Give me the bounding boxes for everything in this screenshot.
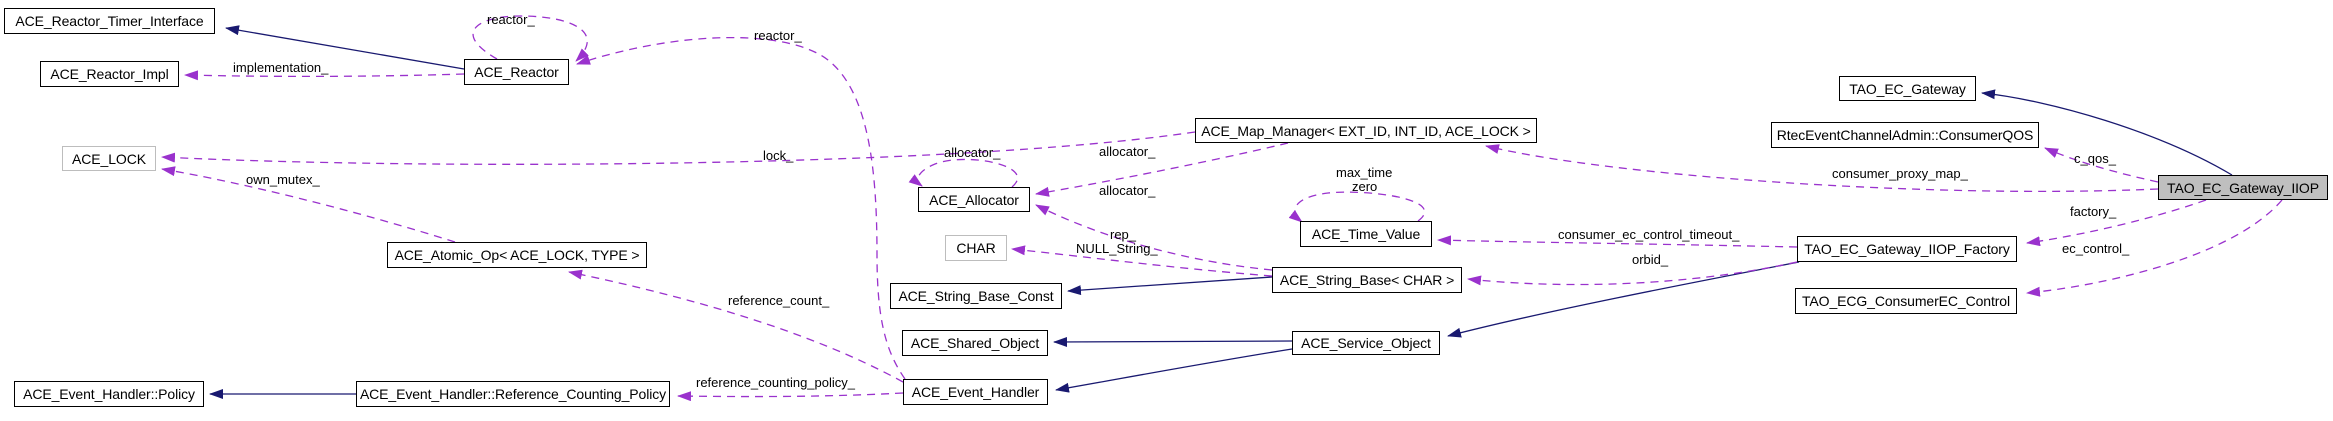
edge-label-zero: zero	[1352, 179, 1378, 194]
edge-mapmanager-to-lock	[161, 131, 1196, 165]
edge-label-orbid: orbid_	[1632, 252, 1669, 267]
edge-mapmanager-to-allocator	[1035, 142, 1289, 197]
edge-stringbase-to-char	[1011, 245, 1273, 277]
node-ace-time-value[interactable]: ACE_Time_Value	[1300, 221, 1432, 247]
edge-gatewayiiop-to-factory	[2026, 199, 2207, 247]
edge-reactor-to-reactorimpl	[184, 70, 465, 81]
edge-label-max-time: max_time	[1336, 165, 1393, 180]
edge-gatewayiiop-to-mapmanager	[1485, 144, 2159, 193]
edge-label-rep: rep_	[1110, 227, 1137, 242]
node-char[interactable]: CHAR	[945, 235, 1007, 261]
node-ace-event-handler[interactable]: ACE_Event_Handler	[903, 379, 1048, 405]
edge-atomicop-to-lock	[161, 166, 456, 243]
node-ace-shared-object[interactable]: ACE_Shared_Object	[902, 330, 1048, 356]
edge-serviceobject-to-sharedobject	[1053, 336, 1293, 347]
edge-label-reactor-self: reactor_	[487, 12, 535, 27]
node-ace-string-base[interactable]: ACE_String_Base< CHAR >	[1272, 267, 1462, 293]
edge-label-c-qos: c_qos_	[2074, 151, 2116, 166]
node-ace-event-handler-policy[interactable]: ACE_Event_Handler::Policy	[14, 381, 204, 407]
edge-factory-to-stringbase	[1467, 261, 1798, 286]
node-tao-ec-gateway-iiop-factory[interactable]: TAO_EC_Gateway_IIOP_Factory	[1797, 236, 2017, 262]
node-ace-string-base-const[interactable]: ACE_String_Base_Const	[890, 283, 1062, 309]
edge-label-reactor: reactor_	[754, 28, 802, 43]
node-ace-map-manager[interactable]: ACE_Map_Manager< EXT_ID, INT_ID, ACE_LOC…	[1195, 118, 1537, 143]
edge-gatewayiiop-to-consumerqos	[2044, 147, 2159, 183]
edge-label-allocator-self: allocator_	[944, 145, 1001, 160]
edge-reactor-to-timer-interface	[225, 25, 465, 70]
node-ace-reactor-impl[interactable]: ACE_Reactor_Impl	[40, 61, 179, 87]
edge-label-implementation: implementation_	[233, 60, 329, 75]
edge-label-reference-count: reference_count_	[728, 293, 830, 308]
edge-label-reference-counting-policy: reference_counting_policy_	[696, 375, 855, 390]
edge-reactor-self-loop	[472, 15, 589, 62]
node-ace-atomic-op[interactable]: ACE_Atomic_Op< ACE_LOCK, TYPE >	[387, 242, 647, 268]
node-tao-ecg-consumerec-control[interactable]: TAO_ECG_ConsumerEC_Control	[1795, 288, 2017, 314]
node-ace-service-object[interactable]: ACE_Service_Object	[1292, 331, 1440, 355]
edge-label-consumer-proxy-map: consumer_proxy_map_	[1832, 166, 1968, 181]
edge-label-own-mutex: own_mutex_	[246, 172, 320, 187]
edge-label-null-string: NULL_String_	[1076, 241, 1158, 256]
edge-serviceobject-to-eventhandler	[1055, 348, 1293, 393]
edge-label-allocator-map: allocator_	[1099, 144, 1156, 159]
edge-stringbase-to-allocator	[1035, 204, 1273, 271]
node-tao-ec-gateway-iiop[interactable]: TAO_EC_Gateway_IIOP	[2158, 175, 2328, 200]
edge-label-allocator-string: allocator_	[1099, 183, 1156, 198]
edge-label-consumer-ec-control-timeout: consumer_ec_control_timeout_	[1558, 227, 1740, 242]
node-ace-allocator[interactable]: ACE_Allocator	[918, 187, 1030, 212]
edge-label-lock: lock_	[763, 148, 794, 163]
edge-timevalue-self-loop	[1288, 191, 1426, 223]
edge-factory-to-serviceobject	[1447, 261, 1800, 338]
edge-allocator-self-loop	[908, 158, 1019, 188]
node-tao-ec-gateway[interactable]: TAO_EC_Gateway	[1839, 76, 1976, 101]
edge-gatewayiiop-to-eccontrol	[2026, 199, 2283, 297]
edge-gatewayiiop-to-gateway	[1981, 89, 2233, 176]
edge-eventhandler-to-refcountingpolicy	[677, 391, 904, 402]
edge-eventhandler-to-atomicop	[568, 269, 904, 383]
node-rtec-consumerqos[interactable]: RtecEventChannelAdmin::ConsumerQOS	[1771, 122, 2039, 148]
edge-label-factory: factory_	[2070, 204, 2117, 219]
node-ace-reactor[interactable]: ACE_Reactor	[464, 59, 569, 85]
node-ace-reactor-timer-interface[interactable]: ACE_Reactor_Timer_Interface	[4, 8, 215, 34]
node-ace-lock[interactable]: ACE_LOCK	[62, 146, 156, 171]
node-ace-event-handler-reference-counting-policy[interactable]: ACE_Event_Handler::Reference_Counting_Po…	[356, 381, 670, 407]
edge-factory-to-timevalue	[1437, 235, 1798, 248]
edge-label-ec-control: ec_control_	[2062, 241, 2130, 256]
edge-stringbase-to-stringbaseconst	[1067, 276, 1273, 296]
edge-eventhandler-to-reactor	[576, 36, 906, 380]
